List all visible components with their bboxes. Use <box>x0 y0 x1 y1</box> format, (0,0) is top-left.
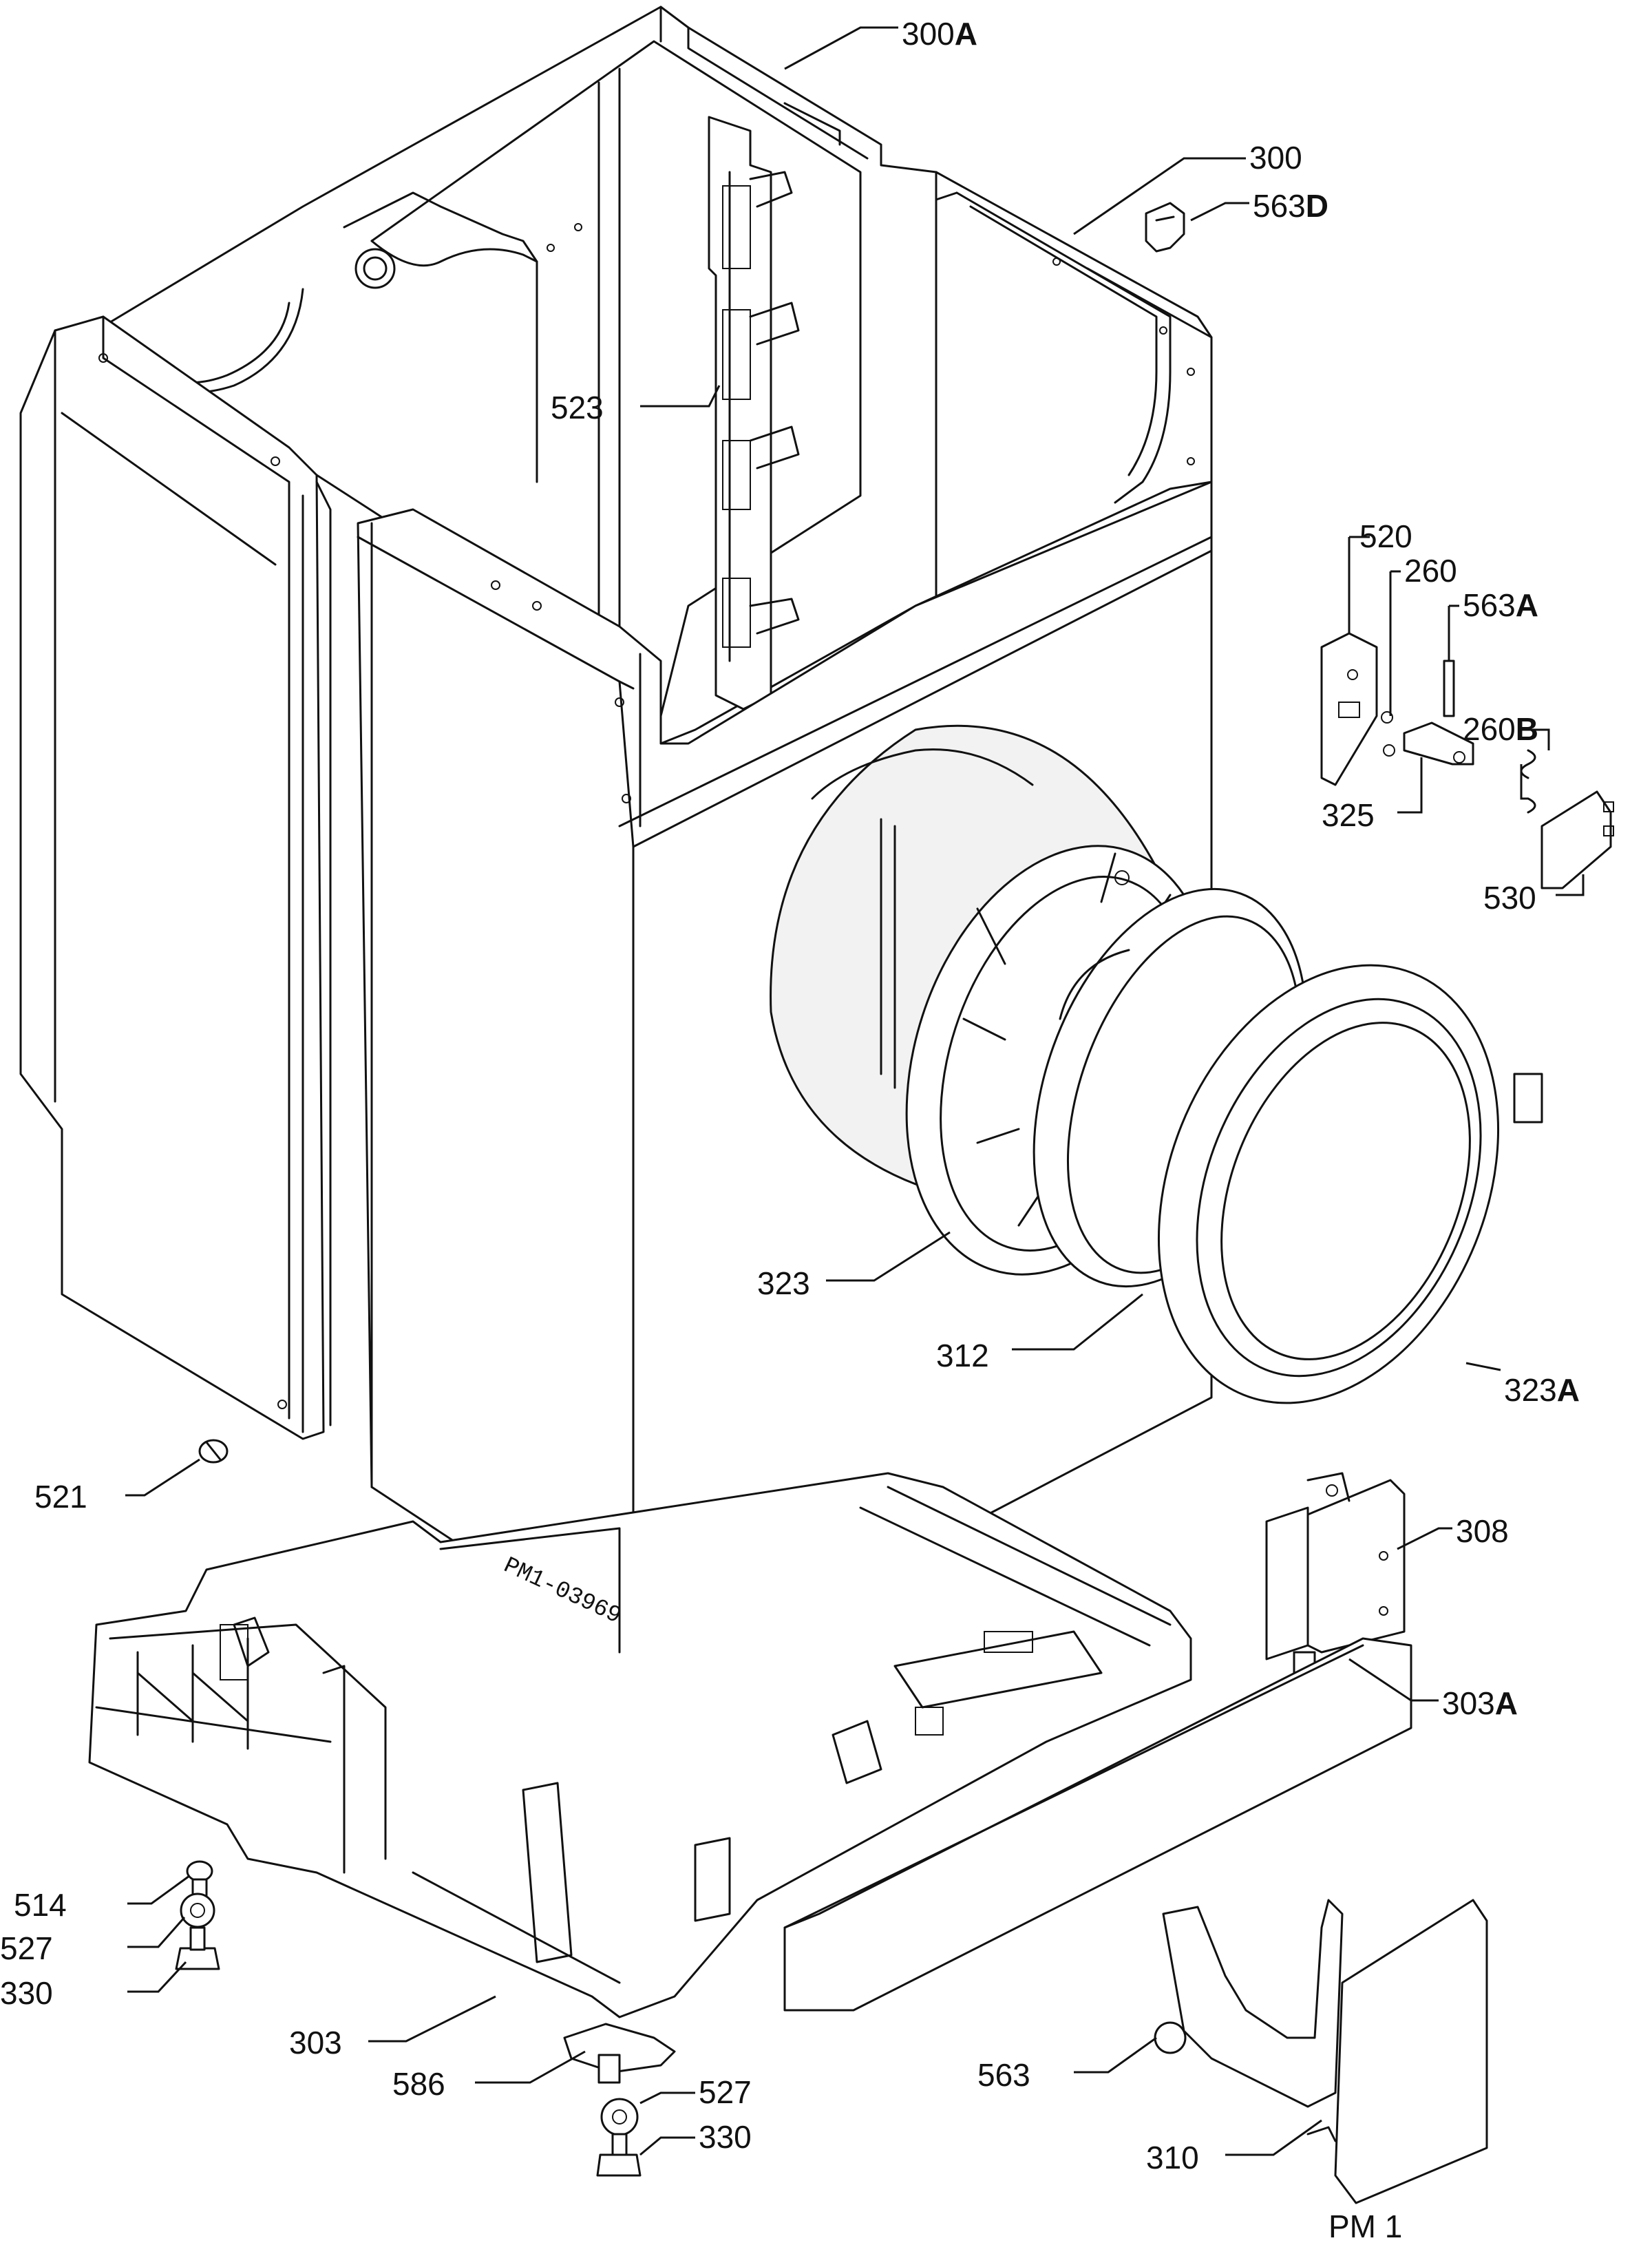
callout-325: 325 <box>1322 797 1375 833</box>
plinth-303a <box>783 1637 1412 2012</box>
door-frame-323a <box>1158 964 1543 1404</box>
callout-303: 303 <box>289 2025 342 2060</box>
base-frame-303 <box>88 1472 1192 2018</box>
callout-520: 520 <box>1359 518 1412 554</box>
callout-312: 312 <box>936 1338 989 1373</box>
callout-563a: 563A <box>1463 587 1538 623</box>
callout-323: 323 <box>757 1265 810 1301</box>
callout-323a: 323A <box>1504 1372 1580 1408</box>
callout-523: 523 <box>551 390 604 425</box>
foot-left-assembly <box>175 1860 220 1970</box>
sheet-label: PM 1 <box>1328 2208 1402 2244</box>
clip-563d <box>1145 202 1185 253</box>
callout-563: 563 <box>977 2057 1030 2093</box>
callout-330-right: 330 <box>699 2119 752 2155</box>
callout-260: 260 <box>1404 553 1457 589</box>
callout-521: 521 <box>34 1479 87 1515</box>
door-lock-parts <box>1320 632 1614 889</box>
leader-lines <box>125 26 1585 2156</box>
foot-right-assembly <box>563 2023 676 2177</box>
callout-586: 586 <box>392 2066 445 2102</box>
callout-260b: 260B <box>1463 711 1538 747</box>
callout-310: 310 <box>1146 2140 1199 2175</box>
callout-330-left: 330 <box>0 1975 53 2011</box>
callout-514: 514 <box>14 1887 67 1923</box>
callout-527-right: 527 <box>699 2074 752 2110</box>
callout-308: 308 <box>1456 1513 1509 1549</box>
callout-labels: 300A 300 563D 523 520 260 563A 260B 325 … <box>0 16 1580 2175</box>
callout-563d: 563D <box>1253 188 1328 224</box>
hinge-308 <box>1265 1472 1406 1681</box>
callout-303a: 303A <box>1442 1685 1518 1721</box>
callout-300a: 300A <box>902 16 977 52</box>
screw-521 <box>198 1439 229 1464</box>
filter-flap-assembly <box>1154 1899 1488 2204</box>
callout-530: 530 <box>1483 880 1536 916</box>
left-side-panel <box>19 315 332 1440</box>
callout-300: 300 <box>1249 140 1302 176</box>
callout-527-left: 527 <box>0 1930 53 1966</box>
